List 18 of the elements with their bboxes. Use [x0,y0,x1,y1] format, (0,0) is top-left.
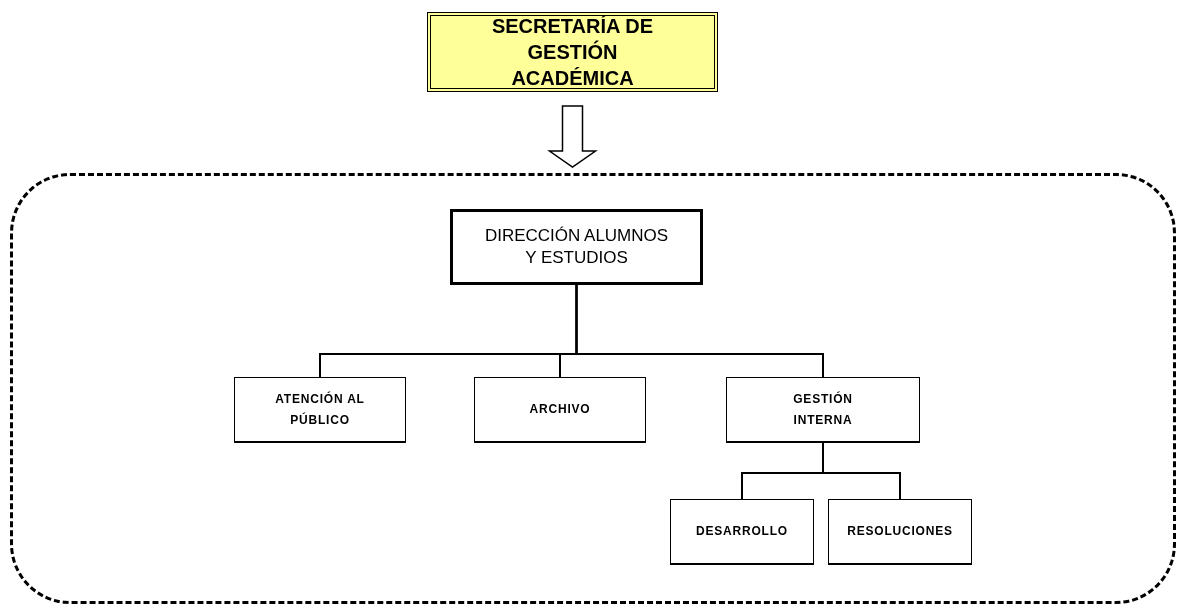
box-label: ARCHIVO [528,401,592,419]
unit-box [828,499,972,565]
box-label: RESOLUCIONES [846,523,954,541]
box-label: DIRECCIÓN ALUMNOS Y ESTUDIOS [483,224,670,269]
unit-box [234,377,406,443]
unit-box [474,377,646,443]
box-label: SECRETARÍA DE GESTIÓN ACADÉMICA [490,14,655,91]
box-label: GESTIÓN INTERNA [792,390,854,429]
box-label: ATENCIÓN AL PÚBLICO [274,390,366,429]
dashed-region [10,173,1176,604]
director-box [450,209,703,285]
unit-box [670,499,814,565]
box-label: DESARROLLO [695,523,789,541]
block-arrow [547,105,598,168]
unit-box [726,377,920,443]
connector-line [822,442,901,500]
title-box [427,12,718,92]
connector-line [575,284,824,378]
